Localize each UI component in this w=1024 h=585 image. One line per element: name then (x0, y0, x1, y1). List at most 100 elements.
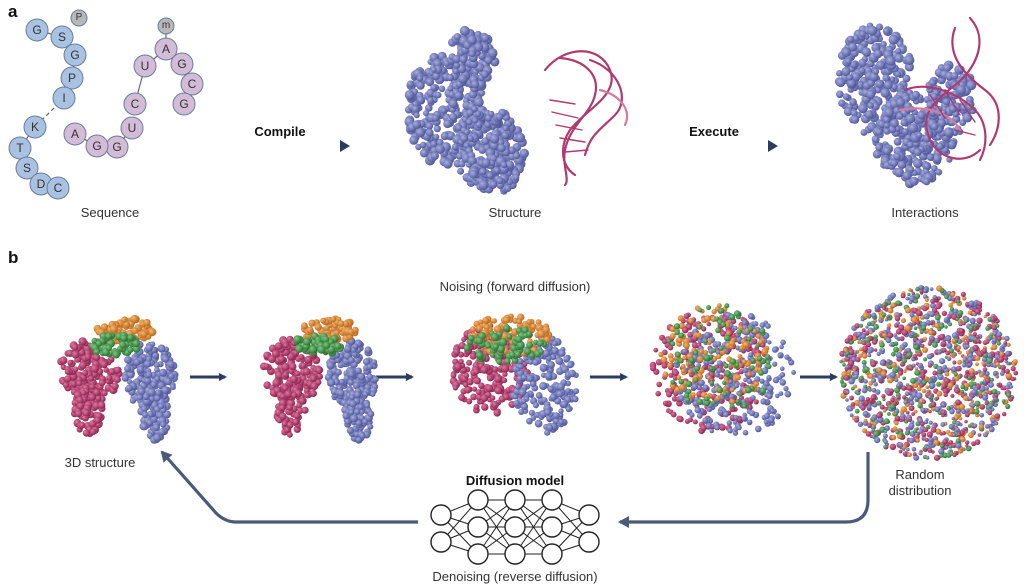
noise-point (927, 447, 933, 453)
chain-atom (304, 392, 311, 399)
chain-atom (82, 409, 90, 417)
chain-atom (348, 356, 355, 364)
noise-point (872, 418, 876, 422)
noise-point (932, 370, 938, 376)
protein-atom (866, 89, 876, 99)
chain-atom (728, 340, 736, 347)
noise-point (935, 396, 940, 400)
noise-point (941, 402, 946, 408)
chain-atom (478, 319, 484, 325)
noise-point (965, 444, 969, 448)
noise-point (872, 368, 877, 372)
noise-point (839, 359, 843, 364)
chain-atom (78, 337, 87, 346)
chain-atom (143, 360, 152, 368)
noise-point (988, 426, 995, 433)
chain-atom (720, 321, 727, 328)
chain-atom (516, 318, 522, 325)
noise-point (883, 418, 890, 425)
chain-atom (468, 334, 475, 342)
chain-atom (716, 367, 722, 373)
noise-point (910, 377, 917, 384)
chain-atom (354, 391, 361, 399)
noise-point (882, 302, 887, 307)
chain-atom (741, 359, 747, 365)
protein-atom (502, 125, 509, 132)
chain-atom (718, 346, 724, 351)
noise-point (879, 342, 885, 348)
chain-atom (485, 343, 491, 349)
noise-point (927, 341, 932, 346)
noise-point (995, 362, 1000, 367)
chain-atom (653, 347, 659, 353)
noise-point (972, 332, 977, 336)
noise-point (970, 348, 975, 353)
peptide-residue-circle (52, 86, 76, 110)
noise-point (950, 393, 955, 398)
noise-point (861, 401, 865, 405)
chain-atom (293, 412, 301, 420)
noise-point (857, 388, 861, 392)
protein-atom (872, 149, 882, 159)
chain-atom (696, 398, 703, 406)
noise-point (854, 323, 860, 329)
chain-atom (303, 367, 311, 376)
noise-point (904, 430, 910, 436)
chain-atom (685, 397, 691, 403)
chain-atom (688, 417, 693, 423)
chain-atom (728, 313, 736, 321)
noise-point (918, 451, 923, 456)
chain-atom (100, 360, 108, 369)
protein-atom (890, 159, 898, 167)
panel-letter-b: b (8, 248, 19, 267)
noise-point (886, 315, 890, 319)
protein-atom (871, 135, 880, 144)
chain-atom (72, 366, 79, 373)
chain-atom (778, 391, 784, 396)
noise-point (928, 379, 932, 383)
noise-point (879, 404, 885, 410)
chain-atom (298, 397, 306, 405)
chain-atom (764, 354, 771, 360)
noise-point (997, 356, 1005, 363)
chain-atom (75, 410, 83, 418)
noise-point (992, 331, 997, 336)
chain-atom (362, 418, 368, 425)
chain-atom (301, 322, 308, 330)
chain-atom (694, 406, 701, 414)
noise-point (968, 432, 974, 438)
noise-point (1004, 368, 1010, 374)
chain-atom (709, 366, 714, 371)
chain-atom (547, 361, 555, 369)
protein-atom (425, 77, 435, 87)
noise-point (925, 418, 929, 422)
noise-point (865, 325, 869, 329)
protein-atom (966, 80, 977, 91)
chain-atom (349, 394, 355, 401)
noise-point (865, 341, 872, 348)
protein-atom (454, 91, 463, 100)
chain-atom (756, 355, 763, 362)
chain-atom (279, 393, 286, 400)
noise-point (954, 427, 960, 433)
chain-atom (691, 383, 698, 390)
noise-point (887, 377, 894, 384)
noise-point (948, 432, 953, 437)
chain-atom (475, 337, 484, 345)
protein-atom (467, 135, 474, 142)
chain-atom (694, 365, 700, 372)
chain-atom (530, 323, 537, 330)
protein-atom (430, 140, 438, 148)
noise-point (992, 399, 996, 403)
chain-atom (572, 395, 579, 403)
chain-atom (709, 428, 715, 434)
protein-atom (481, 158, 491, 168)
noise-point (968, 332, 972, 336)
chain-atom (120, 334, 128, 342)
chain-atom (158, 368, 167, 377)
noise-point (941, 413, 945, 418)
chain-atom (755, 333, 761, 339)
noise-point (974, 400, 981, 407)
chain-atom (450, 372, 457, 379)
noise-point (974, 308, 981, 315)
